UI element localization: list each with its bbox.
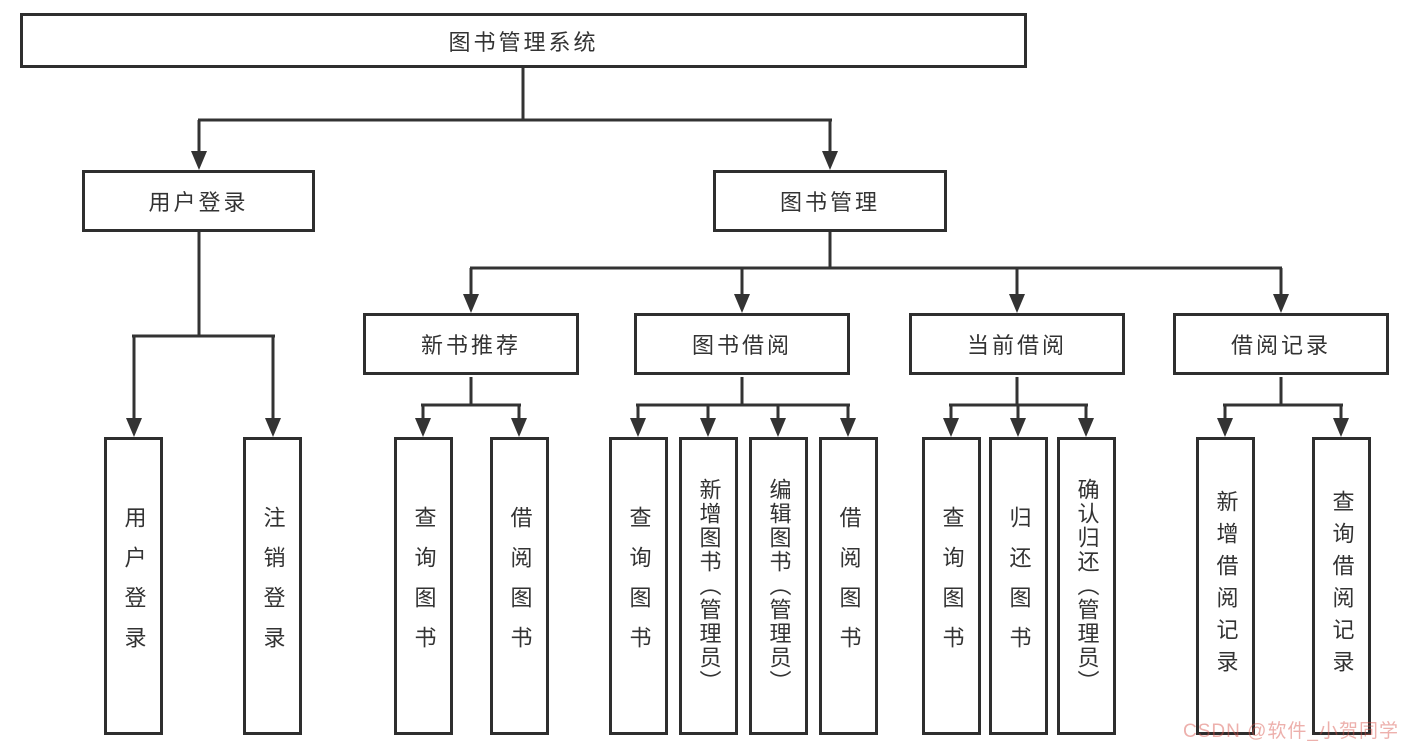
arrow-down-icon (1273, 294, 1289, 313)
connector-borrowrecords-stem (1223, 377, 1343, 407)
arrow-down-icon (943, 418, 959, 437)
leaf-edit-books-admin: 编辑图书（管理员） (749, 437, 808, 735)
arrow-down-icon (1010, 418, 1026, 437)
node-current-borrow: 当前借阅 (909, 313, 1125, 375)
arrow-down-icon (1078, 418, 1094, 437)
arrow-down-icon (511, 418, 527, 437)
arrow-down-icon (463, 294, 479, 313)
arrow-down-icon (822, 151, 838, 170)
node-root-system: 图书管理系统 (20, 13, 1027, 68)
node-user-login: 用户登录 (82, 170, 315, 232)
node-borrow-records: 借阅记录 (1173, 313, 1389, 375)
arrow-down-icon (126, 418, 142, 437)
arrow-down-icon (265, 418, 281, 437)
leaf-user-login: 用户登录 (104, 437, 163, 735)
arrow-down-icon (770, 418, 786, 437)
leaf-return-books: 归还图书 (989, 437, 1048, 735)
connector-bookborrow-stem (636, 377, 850, 407)
leaf-add-books-admin: 新增图书（管理员） (679, 437, 738, 735)
node-book-management: 图书管理 (713, 170, 947, 232)
arrow-down-icon (415, 418, 431, 437)
leaf-borrow-books: 借阅图书 (819, 437, 878, 735)
connector-bookmgmt-stem (470, 232, 1282, 270)
leaf-query-books: 查询图书 (922, 437, 981, 735)
leaf-logout: 注销登录 (243, 437, 302, 735)
node-book-borrow: 图书借阅 (634, 313, 850, 375)
arrow-down-icon (1217, 418, 1233, 437)
arrow-down-icon (840, 418, 856, 437)
arrow-down-icon (700, 418, 716, 437)
arrow-down-icon (191, 151, 207, 170)
node-new-book-recommend: 新书推荐 (363, 313, 579, 375)
leaf-add-borrow-record: 新增借阅记录 (1196, 437, 1255, 735)
connector-userlogin-stem (132, 232, 275, 338)
leaf-query-borrow-record: 查询借阅记录 (1312, 437, 1371, 735)
connector-currentborrow-stem (949, 377, 1088, 407)
connector-root-stem (198, 68, 832, 122)
connector-newbooks-stem (421, 377, 521, 407)
arrow-down-icon (630, 418, 646, 437)
csdn-watermark: CSDN @软件_小贺同学 (1183, 721, 1399, 742)
arrow-down-icon (734, 294, 750, 313)
arrow-down-icon (1333, 418, 1349, 437)
leaf-query-books: 查询图书 (394, 437, 453, 735)
arrow-down-icon (1009, 294, 1025, 313)
leaf-query-books: 查询图书 (609, 437, 668, 735)
leaf-borrow-books: 借阅图书 (490, 437, 549, 735)
leaf-confirm-return-admin: 确认归还（管理员） (1057, 437, 1116, 735)
